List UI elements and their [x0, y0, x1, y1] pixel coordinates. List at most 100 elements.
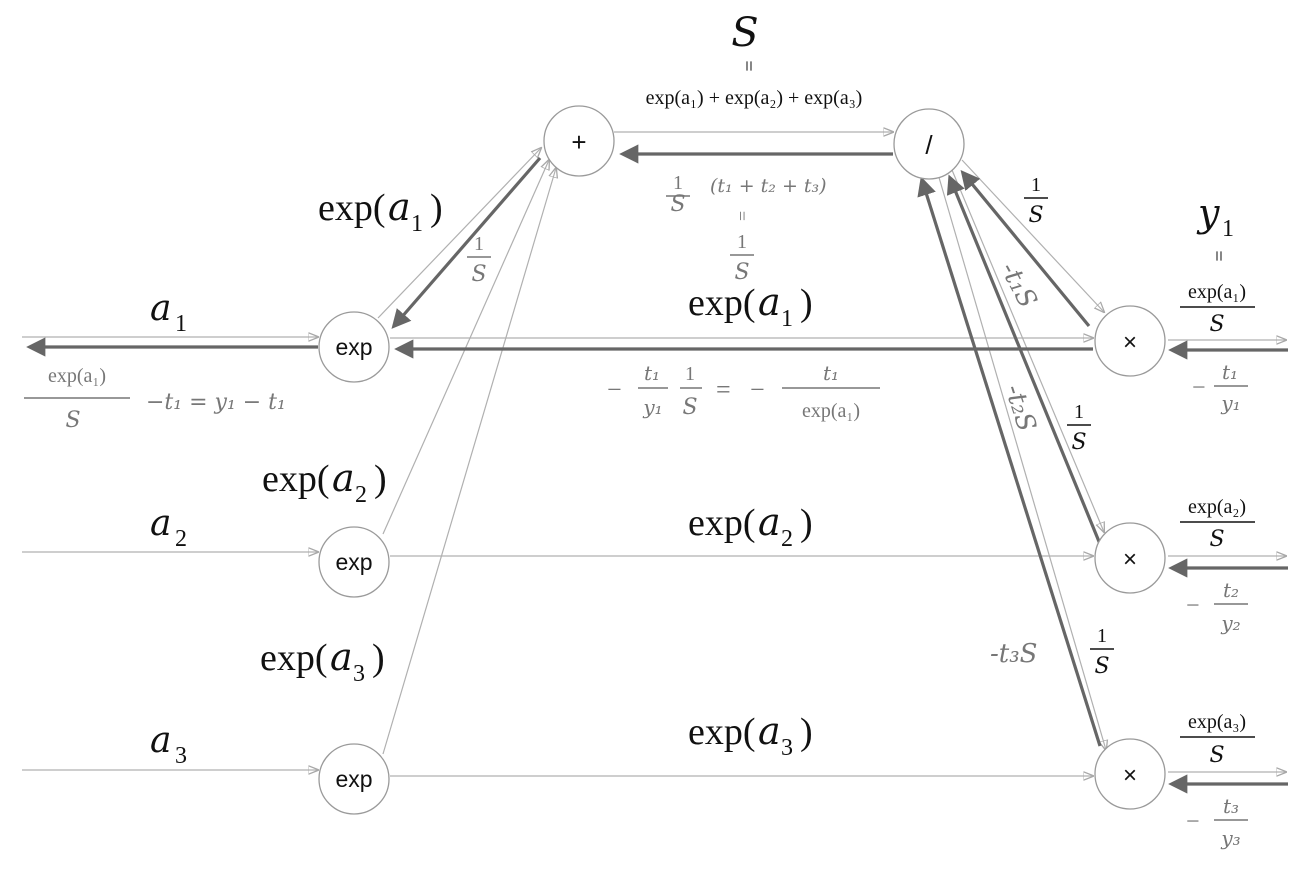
label-a3-var: a	[150, 720, 171, 761]
back-1S-exp1-den: S	[471, 262, 486, 287]
node-div: /	[893, 108, 965, 180]
label-a1-var: a	[150, 288, 171, 329]
back-label-neg-t3S: -t₃S	[990, 639, 1037, 669]
out1-denominator: S	[1209, 312, 1224, 337]
back-edge-plus-to-exp1	[391, 156, 542, 329]
back-t3y3-minus: −	[1186, 809, 1200, 835]
back-t1y1-minus: −	[1192, 375, 1206, 401]
out3-denominator: S	[1209, 743, 1224, 768]
back-div-plus-result-num: 1	[737, 231, 747, 253]
node-mul1-label: ×	[1123, 329, 1137, 356]
horiz-exp-a2-sub: 2	[781, 526, 793, 552]
back-label-neg-t3-over-y3: − t₃ y₃	[1186, 794, 1248, 850]
node-exp3: exp	[318, 743, 390, 815]
back-label-div-to-plus: 1 S (t₁ + t₂ + t₃) = 1 S	[666, 172, 827, 285]
back-div-plus-den: S	[670, 192, 685, 217]
diag-exp-a1-close: )	[430, 187, 443, 229]
S-symbol: S	[731, 10, 758, 56]
node-exp1-label: exp	[335, 334, 372, 360]
diag-exp-a3-sub: 3	[353, 661, 365, 687]
label-exp-a2-diag: exp( a 2 )	[262, 456, 387, 508]
back-1S-mul2-num: 1	[1074, 401, 1084, 423]
horiz-exp-a1-close: )	[800, 282, 813, 324]
label-exp-a2-horiz: exp( a 2 )	[688, 500, 813, 552]
label-a1: a 1	[150, 288, 187, 337]
horiz-exp-a2-close: )	[800, 502, 813, 544]
back-mid-exp-a1: exp(a₁)	[802, 400, 860, 422]
diag-exp-a3-var: a	[330, 635, 353, 679]
diag-exp-a1-var: a	[388, 185, 411, 229]
back-result-numerator: exp(a₁)	[48, 365, 106, 387]
back-mid-S: S	[682, 395, 697, 420]
diag-exp-a2-sub: 2	[355, 482, 367, 508]
horiz-exp-a3-close: )	[800, 711, 813, 753]
back-label-mul1-to-exp1: − t₁ y₁ 1 S = − t₁ exp(a₁)	[607, 361, 880, 422]
back-label-1-over-S-mul3: 1 S	[1090, 625, 1114, 679]
horiz-exp-a3-sub: 3	[781, 735, 793, 761]
label-exp-a1-diag: exp( a 1 )	[318, 185, 443, 237]
back-edge-mul3-to-div	[917, 176, 1102, 747]
y1-equals: =	[1207, 250, 1229, 261]
node-mul2: ×	[1094, 522, 1166, 594]
back-1S-mul1-den: S	[1028, 203, 1043, 228]
edge-div-to-mul1	[961, 159, 1104, 312]
horiz-exp-a3-func: exp(	[688, 711, 756, 753]
out1-numerator: exp(a₁)	[1188, 281, 1246, 303]
back-div-plus-result-den: S	[734, 260, 749, 285]
label-a3: a 3	[150, 720, 187, 769]
back-mid-one: 1	[685, 363, 695, 385]
edge-exp2-to-plus	[382, 160, 549, 535]
horiz-exp-a2-var: a	[758, 500, 781, 544]
node-mul3: ×	[1094, 738, 1166, 810]
back-label-result: exp(a₁) S −t₁ = y₁ − t₁	[24, 365, 286, 433]
diag-exp-a2-func: exp(	[262, 458, 330, 500]
node-plus: +	[543, 105, 615, 177]
label-exp-a1-horiz: exp( a 1 )	[688, 280, 813, 332]
diag-exp-a3-close: )	[372, 637, 385, 679]
label-a2-sub: 2	[175, 526, 187, 552]
node-exp2: exp	[318, 526, 390, 598]
back-label-neg-t1-over-y1: − t₁ y₁	[1192, 360, 1248, 415]
back-result-denominator: S	[65, 408, 80, 433]
label-a2-var: a	[150, 503, 171, 544]
back-t2y2-den: y₂	[1220, 611, 1240, 635]
out2-denominator: S	[1209, 527, 1224, 552]
horiz-exp-a1-sub: 1	[781, 306, 793, 332]
out2-numerator: exp(a₂)	[1188, 496, 1246, 518]
label-y1-definition: y 1 =	[1196, 191, 1234, 262]
horiz-exp-a1-func: exp(	[688, 282, 756, 324]
diag-exp-a2-var: a	[332, 456, 355, 500]
back-mid-t1-b: t₁	[823, 361, 839, 385]
label-a2: a 2	[150, 503, 187, 552]
output-frac-2: exp(a₂) S	[1180, 496, 1255, 552]
label-a3-sub: 3	[175, 743, 187, 769]
back-1S-mul3-den: S	[1094, 654, 1109, 679]
back-label-1-over-S-mul1: 1 S	[1024, 174, 1048, 228]
back-t1y1-den: y₁	[1220, 391, 1240, 415]
back-mid-minus-1: −	[607, 375, 622, 404]
horiz-exp-a3-var: a	[758, 709, 781, 753]
S-sum-expression: exp(a₁) + exp(a₂) + exp(a₃)	[646, 87, 863, 109]
backward-edges	[26, 144, 1288, 794]
node-plus-label: +	[571, 127, 586, 157]
back-1S-mul1-num: 1	[1031, 174, 1041, 196]
horiz-exp-a1-var: a	[758, 280, 781, 324]
label-a1-sub: 1	[175, 311, 187, 337]
node-exp2-label: exp	[335, 549, 372, 575]
back-label-1-over-S-mul2: 1 S	[1067, 401, 1091, 455]
node-mul3-label: ×	[1123, 762, 1137, 789]
output-frac-3: exp(a₃) S	[1180, 711, 1255, 768]
edge-exp3-to-plus	[382, 168, 556, 755]
back-t3y3-num: t₃	[1223, 794, 1239, 818]
label-exp-a3-diag: exp( a 3 )	[260, 635, 385, 687]
node-exp1: exp	[318, 311, 390, 383]
output-frac-1: exp(a₁) S	[1180, 281, 1255, 337]
edge-div-to-mul3	[937, 173, 1106, 750]
y1-symbol: y	[1196, 191, 1220, 235]
back-1S-mul2-den: S	[1071, 430, 1086, 455]
label-S-definition: S = exp(a₁) + exp(a₂) + exp(a₃)	[646, 10, 863, 109]
back-mid-equals: =	[716, 375, 731, 404]
back-mid-minus-2: −	[750, 375, 765, 404]
node-div-label: /	[925, 130, 933, 160]
